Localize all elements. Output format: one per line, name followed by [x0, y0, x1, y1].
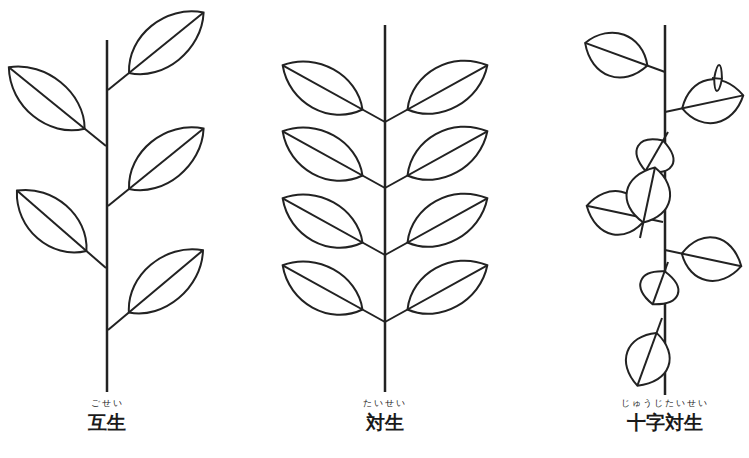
furigana: ごせい	[91, 399, 124, 408]
decussate-leaves	[577, 23, 747, 395]
alternate-leaves	[0, 0, 217, 392]
arrangement-label: 互生	[88, 413, 126, 432]
arrangement-label: 対生	[366, 413, 404, 432]
arrangement-label: 十字対生	[627, 413, 703, 432]
furigana: じゅうじたいせい	[621, 399, 709, 408]
furigana: たいせい	[363, 399, 407, 408]
opposite-leaves	[272, 25, 498, 392]
